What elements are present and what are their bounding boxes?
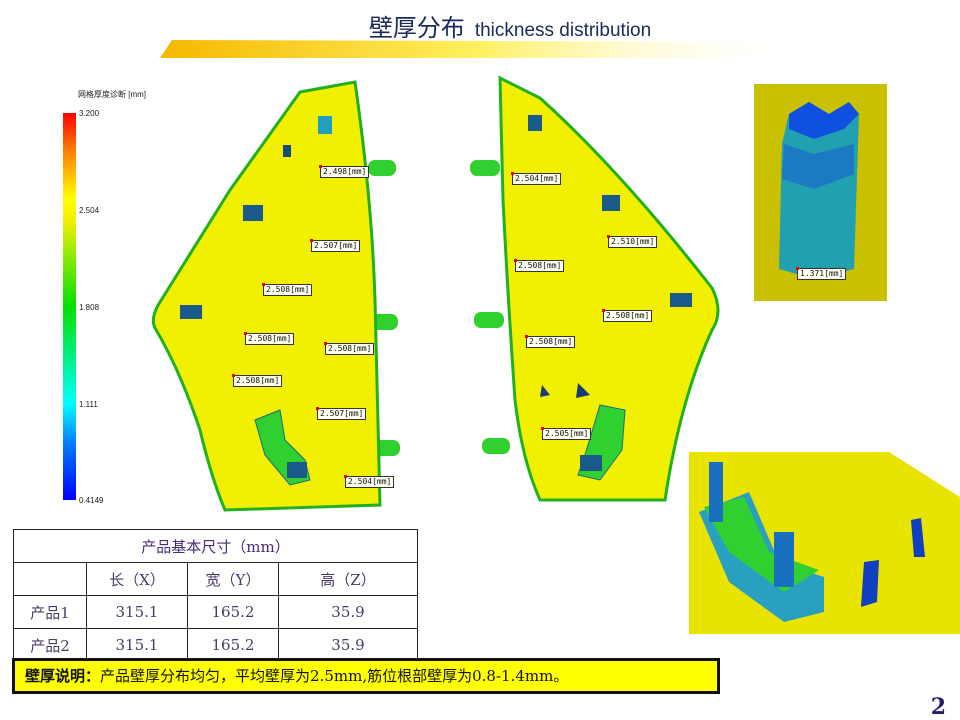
table-header-row: 长（X） 宽（Y） 高（Z） — [13, 562, 418, 596]
rib-detail-view-top: 1.371[mm] — [754, 84, 887, 301]
probe-label: 2.508[mm] — [524, 335, 576, 348]
table-row: 产品2 315.1 165.2 35.9 — [13, 628, 418, 662]
rib-boss-model — [699, 452, 960, 622]
probe-label: 2.508[mm] — [601, 309, 653, 322]
table-cell: 35.9 — [278, 595, 418, 629]
table-cell: 315.1 — [86, 595, 188, 629]
title-chinese: 壁厚分布 — [368, 14, 465, 42]
probe-label: 2.508[mm] — [243, 332, 295, 345]
probe-label: 1.371[mm] — [795, 267, 847, 280]
column-header: 高（Z） — [278, 562, 418, 596]
note-text: 产品壁厚分布均匀，平均壁厚为2.5mm,筋位根部壁厚为0.8-1.4mm。 — [100, 667, 569, 685]
part-left-model — [151, 80, 400, 512]
rib-cross-model — [779, 102, 859, 279]
column-header — [13, 562, 87, 596]
legend-tick: 3.200 — [79, 109, 100, 118]
dimension-table: 产品基本尺寸（mm） 长（X） 宽（Y） 高（Z） 产品1 315.1 165.… — [13, 529, 418, 662]
probe-label: 2.508[mm] — [231, 374, 283, 387]
probe-label: 2.498[mm] — [318, 165, 370, 178]
column-header: 长（X） — [86, 562, 188, 596]
rib-detail-view-bottom — [689, 452, 960, 634]
table-cell: 165.2 — [187, 595, 279, 629]
title-english: thickness distribution — [474, 20, 652, 41]
probe-label: 2.508[mm] — [323, 342, 375, 355]
column-header: 宽（Y） — [187, 562, 279, 596]
legend-tick: 1.808 — [79, 303, 100, 312]
legend-tick: 1.111 — [79, 400, 98, 409]
wall-thickness-note: 壁厚说明：产品壁厚分布均匀，平均壁厚为2.5mm,筋位根部壁厚为0.8-1.4m… — [12, 658, 720, 694]
probe-label: 2.510[mm] — [606, 235, 658, 248]
table-cell: 产品2 — [13, 628, 87, 662]
legend-title: 网格厚度诊断 [mm] — [78, 90, 146, 99]
table-cell: 165.2 — [187, 628, 279, 662]
table-title: 产品基本尺寸（mm） — [13, 529, 418, 563]
probe-label: 2.507[mm] — [315, 407, 367, 420]
part-right-model — [470, 75, 720, 502]
legend-tick: 0.4149 — [79, 496, 104, 505]
probe-label: 2.508[mm] — [513, 259, 565, 272]
table-row: 产品1 315.1 165.2 35.9 — [13, 595, 418, 629]
probe-label: 2.505[mm] — [540, 427, 592, 440]
probe-label: 2.507[mm] — [309, 239, 361, 252]
part-models — [151, 75, 720, 512]
thickness-color-scale — [63, 113, 76, 500]
probe-label: 2.504[mm] — [510, 172, 562, 185]
probe-label: 2.504[mm] — [343, 475, 395, 488]
table-cell: 35.9 — [278, 628, 418, 662]
table-cell: 产品1 — [13, 595, 87, 629]
slide-title: 壁厚分布 thickness distribution — [0, 8, 960, 43]
probe-label: 2.508[mm] — [261, 283, 313, 296]
table-cell: 315.1 — [86, 628, 188, 662]
note-label: 壁厚说明： — [25, 667, 101, 685]
title-underline-band — [160, 40, 800, 58]
legend-tick: 2.504 — [79, 206, 100, 215]
page-number: 2 — [930, 694, 946, 720]
